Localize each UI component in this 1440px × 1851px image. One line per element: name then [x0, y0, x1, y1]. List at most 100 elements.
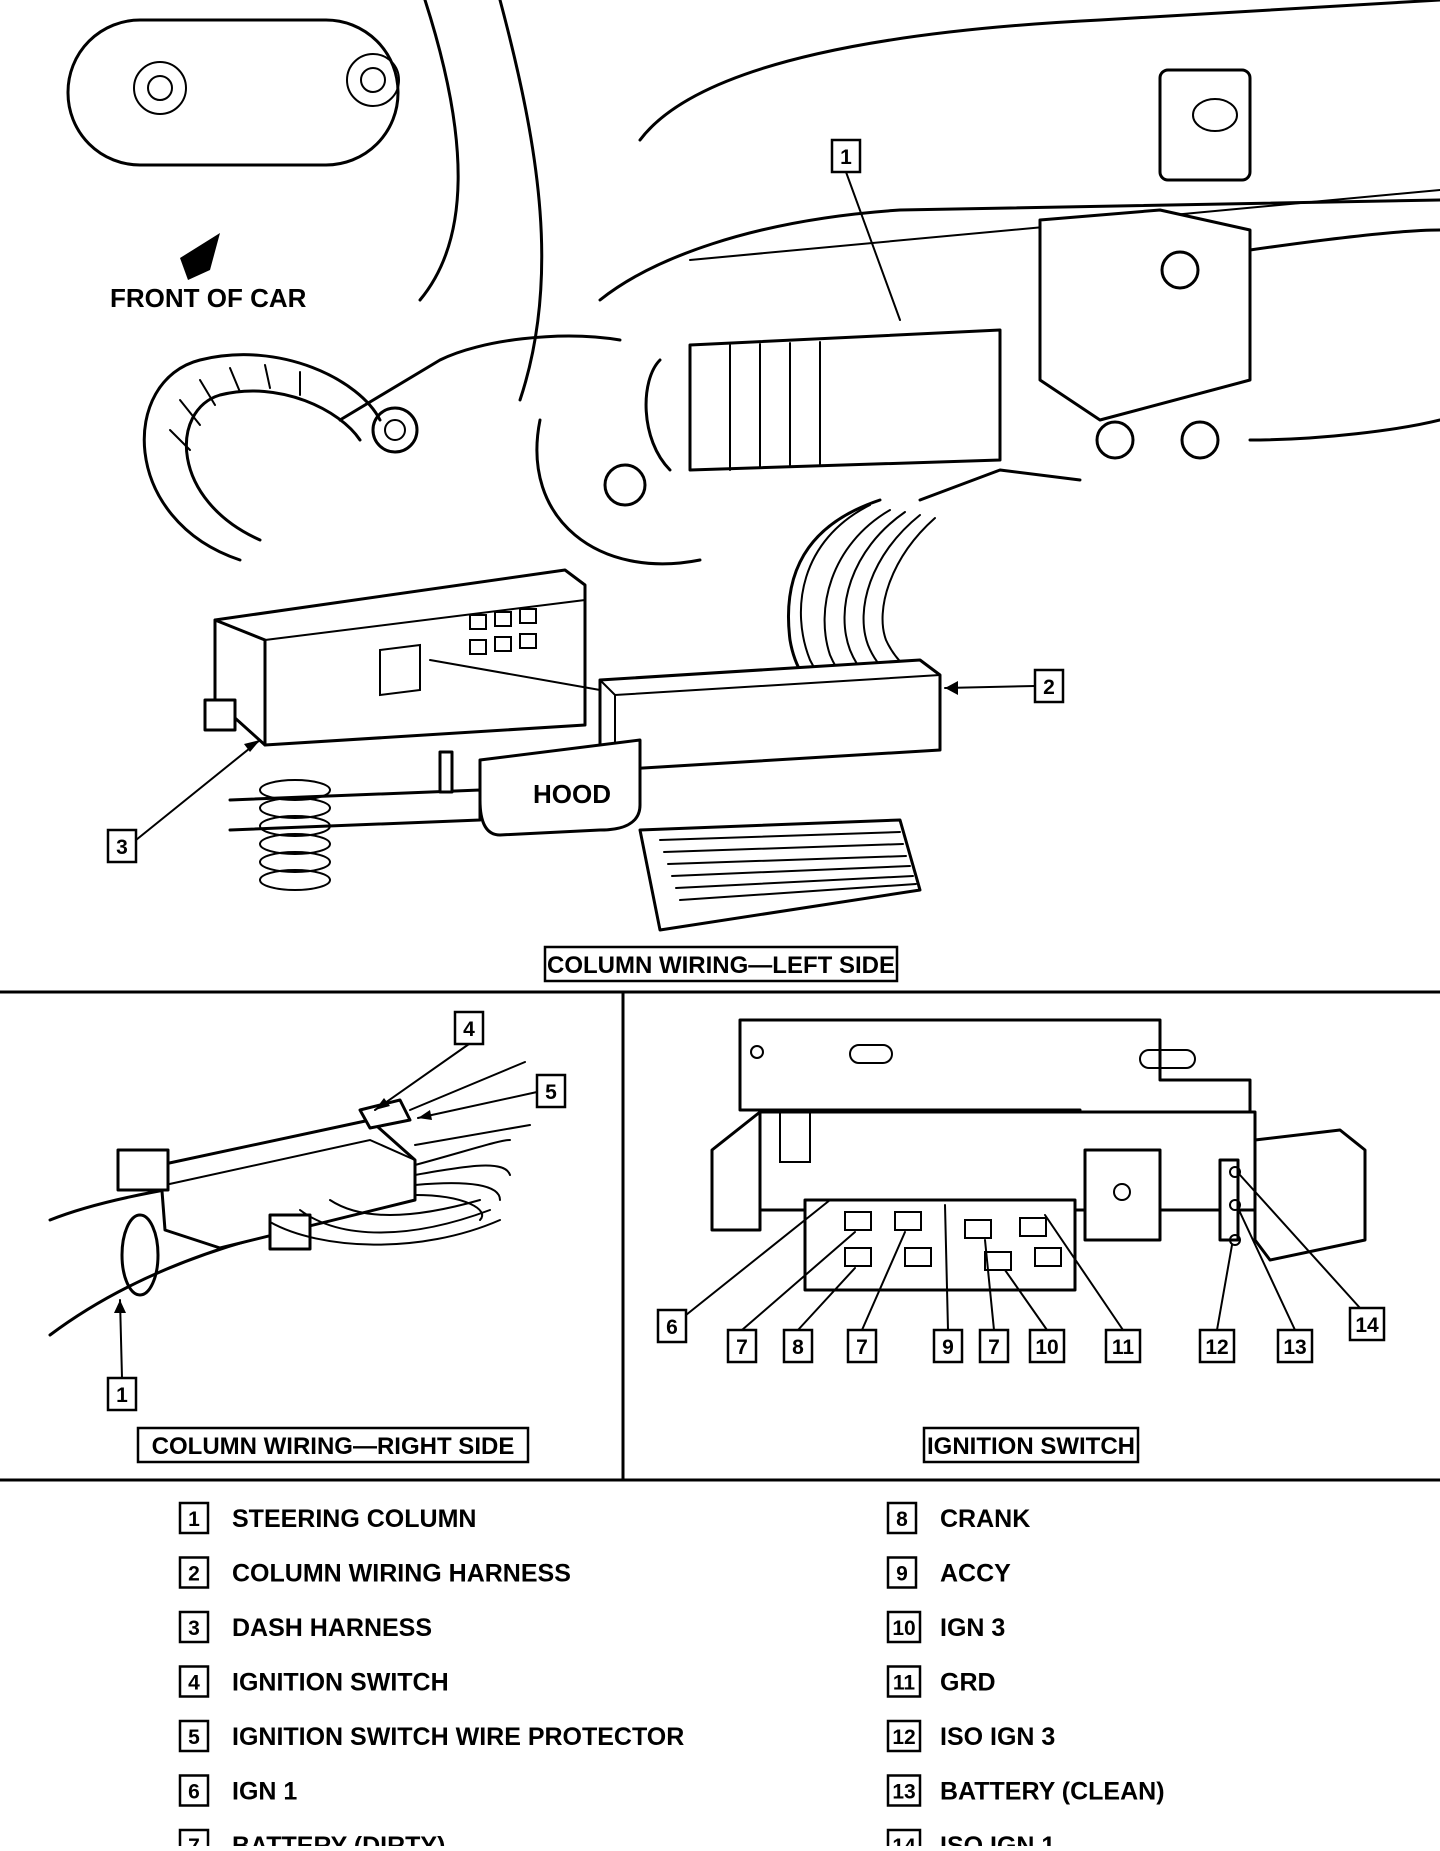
ignition-switch-illustration	[710, 1018, 1367, 1292]
legend-item-3: 3 DASH HARNESS	[178, 1610, 432, 1644]
svg-text:8: 8	[792, 1336, 804, 1359]
callout-1-top: 1	[830, 138, 901, 321]
legend-item-13: 13 BATTERY (CLEAN)	[886, 1774, 1165, 1807]
legend-number: 4	[188, 1672, 200, 1695]
legend-item-6: 6 IGN 1	[178, 1774, 297, 1807]
legend-text: IGN 1	[232, 1778, 297, 1806]
legend-item-11: 11 GRD	[886, 1665, 996, 1698]
legend-text: GRD	[940, 1669, 996, 1697]
legend-item-10: 10 IGN 3	[886, 1610, 1005, 1644]
legend-text: CRANK	[940, 1505, 1030, 1533]
legend-number: 13	[892, 1781, 915, 1804]
svg-text:12: 12	[1205, 1336, 1228, 1359]
legend-number: 1	[188, 1508, 200, 1531]
callout-8: 8	[782, 1267, 856, 1364]
svg-text:3: 3	[116, 836, 128, 859]
callout-2-top: 2	[944, 668, 1065, 704]
legend-number: 12	[892, 1726, 915, 1749]
legend-text: IGNITION SWITCH WIRE PROTECTOR	[232, 1723, 684, 1751]
legend-number-box	[886, 1556, 918, 1589]
svg-text:7: 7	[856, 1336, 868, 1359]
legend-text: BATTERY (DIRTY)	[232, 1832, 445, 1846]
legend-number-box	[886, 1719, 922, 1753]
legend-text: IGN 3	[940, 1614, 1005, 1642]
legend-number-box	[886, 1774, 922, 1807]
legend-number-box	[178, 1610, 210, 1644]
legend-text: DASH HARNESS	[232, 1614, 432, 1642]
legend-number-box	[886, 1610, 922, 1644]
legend-number-box	[178, 1719, 210, 1753]
legend-number-box	[178, 1665, 210, 1698]
legend-item-12: 12 ISO IGN 3	[886, 1719, 1055, 1753]
svg-text:1: 1	[116, 1384, 128, 1407]
left-side-illustration: HOOD	[66, 0, 1440, 932]
callout-7-c: 7	[978, 1239, 1010, 1364]
callout-3-top: 3	[106, 739, 261, 864]
legend-item-5: 5 IGNITION SWITCH WIRE PROTECTOR	[178, 1719, 684, 1753]
callout-1-right-side: 1	[106, 1299, 138, 1412]
legend-number: 3	[188, 1617, 200, 1640]
legend-number: 6	[188, 1781, 200, 1804]
legend-item-4: 4 IGNITION SWITCH	[178, 1665, 449, 1698]
callout-4: 4	[374, 1010, 485, 1111]
callout-14: 14	[1239, 1174, 1386, 1342]
callout-13: 13	[1237, 1207, 1314, 1364]
svg-text:11: 11	[1112, 1336, 1135, 1359]
svg-text:6: 6	[666, 1316, 678, 1339]
right-side-illustration	[48, 1061, 531, 1337]
callout-7-a: 7	[726, 1231, 856, 1364]
legend-text: ISO IGN 3	[940, 1723, 1055, 1751]
caption-ignition-switch: IGNITION SWITCH	[922, 1426, 1140, 1464]
legend-text: STEERING COLUMN	[232, 1505, 476, 1533]
svg-text:13: 13	[1283, 1336, 1306, 1359]
legend-text: ACCY	[940, 1560, 1011, 1588]
legend-number-box	[178, 1774, 210, 1807]
callout-12: 12	[1198, 1244, 1236, 1364]
callout-10: 10	[1004, 1269, 1066, 1364]
svg-text:10: 10	[1035, 1336, 1058, 1359]
legend-item-14: 14 ISO IGN 1	[886, 1828, 1055, 1851]
svg-text:7: 7	[988, 1336, 1000, 1359]
legend-text: BATTERY (CLEAN)	[940, 1778, 1165, 1806]
svg-text:4: 4	[463, 1018, 475, 1041]
legend-text: ISO IGN 1	[940, 1832, 1055, 1846]
callout-5: 5	[417, 1073, 567, 1120]
callout-11: 11	[1044, 1214, 1142, 1364]
legend-number: 14	[892, 1835, 916, 1846]
legend-number: 5	[188, 1726, 200, 1749]
legend-item-7: 7 BATTERY (DIRTY)	[178, 1828, 445, 1851]
svg-text:1: 1	[840, 146, 852, 169]
legend-number: 10	[892, 1617, 915, 1640]
legend-number: 7	[188, 1835, 200, 1846]
legend-number-box	[178, 1501, 210, 1535]
legend-number-box	[886, 1501, 918, 1535]
legend-text: IGNITION SWITCH	[232, 1669, 449, 1697]
legend-number: 11	[893, 1672, 916, 1695]
caption-left-side: COLUMN WIRING—LEFT SIDE	[543, 945, 899, 983]
legend-item-8: 8 CRANK	[886, 1501, 1030, 1535]
front-arrow-icon	[180, 233, 220, 280]
svg-text:9: 9	[942, 1336, 954, 1359]
svg-text:5: 5	[545, 1081, 557, 1104]
legend-number-box	[178, 1556, 210, 1589]
legend-number-box	[886, 1665, 922, 1698]
legend-item-9: 9 ACCY	[886, 1556, 1011, 1589]
callout-6: 6	[656, 1199, 831, 1344]
hood-label: HOOD	[533, 779, 611, 809]
legend-text: COLUMN WIRING HARNESS	[232, 1560, 571, 1588]
front-of-car-label: FRONT OF CAR	[110, 283, 307, 313]
svg-text:2: 2	[1043, 676, 1055, 699]
legend-number: 8	[896, 1508, 908, 1531]
svg-text:IGNITION SWITCH: IGNITION SWITCH	[927, 1433, 1135, 1460]
svg-text:7: 7	[736, 1336, 748, 1359]
legend-number: 9	[896, 1563, 908, 1586]
svg-text:COLUMN WIRING—RIGHT SIDE: COLUMN WIRING—RIGHT SIDE	[152, 1433, 515, 1460]
callout-7-b: 7	[846, 1231, 906, 1364]
svg-text:COLUMN WIRING—LEFT SIDE: COLUMN WIRING—LEFT SIDE	[547, 952, 895, 979]
caption-right-side: COLUMN WIRING—RIGHT SIDE	[136, 1426, 530, 1464]
svg-text:14: 14	[1355, 1314, 1379, 1337]
